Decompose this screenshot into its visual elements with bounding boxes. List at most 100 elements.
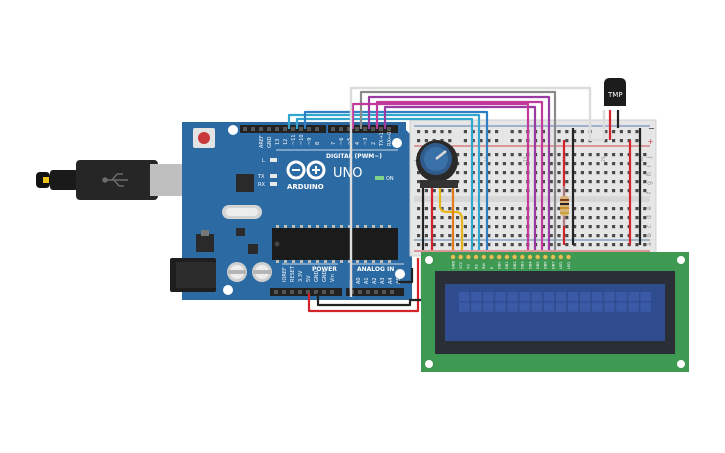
breadboard-hole[interactable] [463, 171, 467, 175]
breadboard-hole[interactable] [596, 180, 600, 184]
lcd-pin[interactable] [565, 254, 572, 260]
breadboard-hole[interactable] [456, 189, 460, 193]
breadboard-hole[interactable] [619, 189, 623, 193]
breadboard-hole[interactable] [580, 225, 584, 229]
breadboard-hole[interactable] [549, 234, 553, 238]
breadboard-hole[interactable] [619, 234, 623, 238]
potentiometer[interactable] [416, 140, 458, 188]
breadboard-hole[interactable] [612, 153, 616, 157]
breadboard-hole[interactable] [549, 207, 553, 211]
breadboard-hole[interactable] [588, 216, 592, 220]
breadboard-hole[interactable] [518, 153, 522, 157]
rail-hole[interactable] [463, 130, 467, 134]
breadboard-hole[interactable] [643, 207, 647, 211]
breadboard-hole[interactable] [643, 180, 647, 184]
rail-hole[interactable] [557, 130, 561, 134]
rail-hole[interactable] [448, 130, 452, 134]
breadboard-hole[interactable] [479, 243, 483, 247]
breadboard-hole[interactable] [479, 153, 483, 157]
breadboard-hole[interactable] [502, 153, 506, 157]
breadboard-hole[interactable] [487, 207, 491, 211]
breadboard-hole[interactable] [596, 162, 600, 166]
rail-hole[interactable] [518, 139, 522, 143]
breadboard-hole[interactable] [635, 234, 639, 238]
rail-hole[interactable] [541, 139, 545, 143]
lcd-pin[interactable] [519, 254, 525, 260]
breadboard-hole[interactable] [588, 207, 592, 211]
breadboard-hole[interactable] [510, 189, 514, 193]
breadboard-hole[interactable] [495, 243, 499, 247]
rail-hole[interactable] [495, 130, 499, 134]
wire-black[interactable] [398, 268, 414, 284]
rail-hole[interactable] [580, 139, 584, 143]
breadboard-hole[interactable] [619, 153, 623, 157]
rail-hole[interactable] [619, 139, 623, 143]
breadboard-hole[interactable] [557, 153, 561, 157]
lcd-pin[interactable] [458, 254, 464, 260]
breadboard-hole[interactable] [487, 225, 491, 229]
lcd-pin[interactable] [558, 254, 564, 260]
breadboard-hole[interactable] [565, 153, 569, 157]
breadboard-hole[interactable] [612, 234, 616, 238]
breadboard-hole[interactable] [580, 171, 584, 175]
breadboard-hole[interactable] [573, 153, 577, 157]
breadboard-hole[interactable] [487, 162, 491, 166]
breadboard-hole[interactable] [518, 162, 522, 166]
breadboard-hole[interactable] [471, 162, 475, 166]
breadboard-hole[interactable] [549, 180, 553, 184]
lcd-pin[interactable] [542, 254, 548, 260]
breadboard-hole[interactable] [510, 171, 514, 175]
breadboard-hole[interactable] [471, 225, 475, 229]
breadboard-hole[interactable] [479, 225, 483, 229]
breadboard-hole[interactable] [417, 216, 421, 220]
breadboard-hole[interactable] [557, 234, 561, 238]
breadboard-hole[interactable] [440, 243, 444, 247]
breadboard-hole[interactable] [479, 216, 483, 220]
breadboard-hole[interactable] [487, 234, 491, 238]
rail-hole[interactable] [495, 139, 499, 143]
wire-white[interactable] [349, 86, 606, 292]
breadboard-hole[interactable] [549, 162, 553, 166]
breadboard-hole[interactable] [580, 162, 584, 166]
breadboard-hole[interactable] [643, 153, 647, 157]
breadboard-hole[interactable] [612, 216, 616, 220]
breadboard-hole[interactable] [619, 171, 623, 175]
breadboard-hole[interactable] [518, 225, 522, 229]
breadboard-hole[interactable] [580, 243, 584, 247]
breadboard-hole[interactable] [635, 162, 639, 166]
breadboard-hole[interactable] [417, 225, 421, 229]
breadboard-hole[interactable] [604, 243, 608, 247]
breadboard-hole[interactable] [635, 207, 639, 211]
breadboard-hole[interactable] [417, 171, 421, 175]
breadboard-hole[interactable] [440, 234, 444, 238]
breadboard-hole[interactable] [549, 171, 553, 175]
breadboard-hole[interactable] [541, 153, 545, 157]
breadboard-hole[interactable] [541, 225, 545, 229]
lcd-pin[interactable] [512, 254, 518, 260]
breadboard-hole[interactable] [596, 207, 600, 211]
rail-hole[interactable] [573, 139, 577, 143]
rail-hole[interactable] [448, 139, 452, 143]
breadboard-hole[interactable] [557, 243, 561, 247]
lcd-pin[interactable] [481, 254, 487, 260]
breadboard-hole[interactable] [549, 189, 553, 193]
breadboard-hole[interactable] [424, 189, 428, 193]
breadboard-hole[interactable] [588, 162, 592, 166]
breadboard-hole[interactable] [495, 189, 499, 193]
breadboard-hole[interactable] [580, 207, 584, 211]
breadboard-hole[interactable] [635, 171, 639, 175]
breadboard-hole[interactable] [510, 225, 514, 229]
breadboard-hole[interactable] [588, 243, 592, 247]
breadboard-hole[interactable] [573, 171, 577, 175]
rail-hole[interactable] [557, 139, 561, 143]
breadboard-hole[interactable] [596, 234, 600, 238]
breadboard-hole[interactable] [580, 234, 584, 238]
breadboard-hole[interactable] [565, 234, 569, 238]
lcd-pin[interactable] [488, 254, 495, 260]
breadboard-hole[interactable] [495, 225, 499, 229]
rail-hole[interactable] [510, 139, 514, 143]
breadboard-hole[interactable] [604, 207, 608, 211]
breadboard-hole[interactable] [596, 189, 600, 193]
breadboard-hole[interactable] [440, 225, 444, 229]
breadboard-hole[interactable] [487, 243, 491, 247]
